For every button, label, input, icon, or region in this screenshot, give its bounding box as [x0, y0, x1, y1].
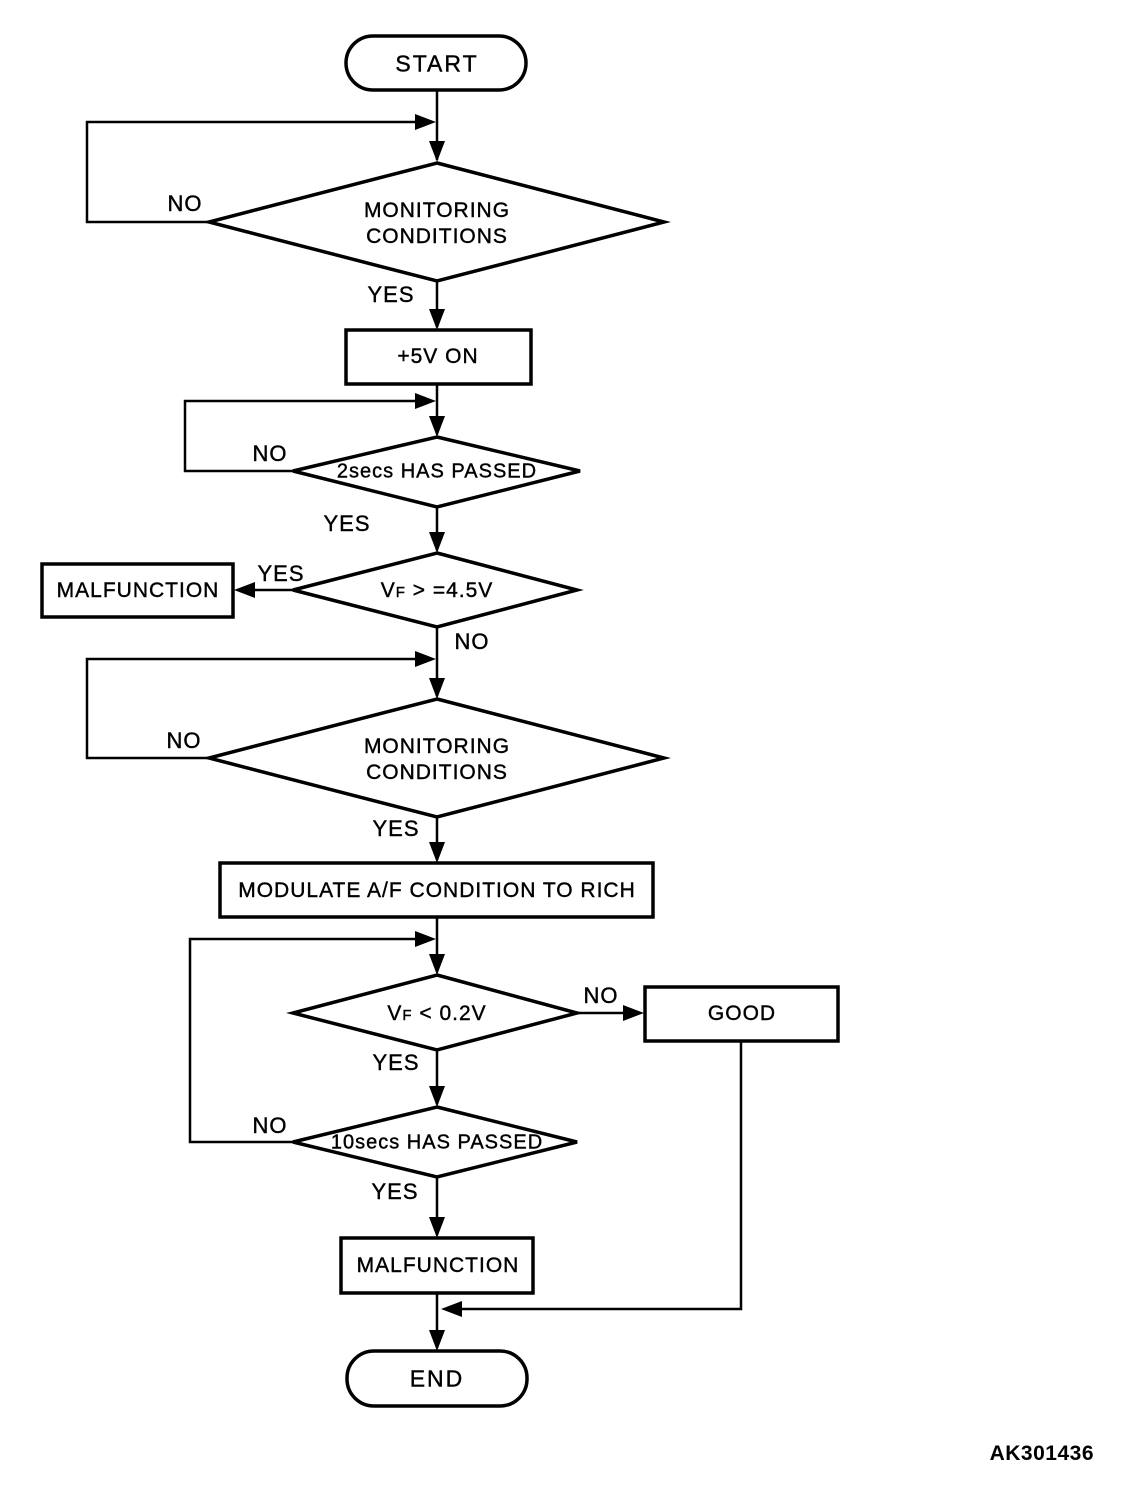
decision-10secs-has-passed: [292, 1105, 578, 1179]
process-malfunction-1-label: MALFUNCTION: [56, 579, 220, 602]
edge-label-wait10s-no: NO: [252, 1113, 288, 1138]
terminal-start-label: START: [395, 50, 479, 77]
process-modulate-af-rich: [218, 861, 655, 919]
arrowhead: [429, 141, 445, 162]
arrowhead: [429, 416, 445, 437]
arrowhead: [415, 931, 436, 947]
edge-vflow-yes-to-wait10s: [429, 1050, 445, 1107]
edge-label-vflow-yes: YES: [372, 1050, 420, 1075]
arrowhead: [429, 309, 445, 330]
edge-wait2s-yes-to-vfhigh: [429, 507, 445, 553]
edge-monitor1-yes-to-plus5v: [429, 281, 445, 330]
arrowhead: [429, 954, 445, 975]
edge-label-monitor2-yes: YES: [372, 816, 420, 841]
decision-vf-ge-4-5v: [292, 551, 584, 629]
edge-line: [461, 1041, 743, 1311]
figure-id: AK301436: [989, 1442, 1094, 1465]
decision-monitoring-1-label: MONITORING CONDITIONS: [364, 198, 510, 250]
arrowhead: [429, 1086, 445, 1107]
monitoring-1-line1: MONITORING: [363, 199, 511, 222]
process-good: [643, 985, 840, 1043]
edge-monitor2-yes-to-modulate: [429, 817, 445, 863]
edge-wait10s-no-loop: [188, 931, 436, 1144]
arrowhead: [415, 114, 436, 130]
decision-monitoring-2-label: MONITORING CONDITIONS: [364, 734, 510, 786]
process-modulate-label: MODULATE A/F CONDITION TO RICH: [238, 879, 636, 902]
edge-label-wait2s-yes: YES: [323, 511, 371, 536]
edge-label-wait10s-yes: YES: [371, 1179, 419, 1204]
edge-label-monitor1-yes: YES: [367, 282, 415, 307]
arrowhead: [234, 582, 255, 598]
process-plus-5v-label: +5V ON: [397, 345, 479, 368]
process-good-label: GOOD: [707, 1002, 777, 1025]
decision-10secs-label: 10secs HAS PASSED: [330, 1131, 544, 1154]
vf-low-sub: F: [402, 1007, 413, 1024]
edge-label-monitor1-no: NO: [167, 191, 203, 216]
edge-plus5v-to-wait2s: [429, 384, 445, 437]
vf-low-base: V: [387, 1002, 403, 1025]
monitoring-2-line1: MONITORING: [363, 735, 511, 758]
edge-label-vflow-no: NO: [583, 983, 619, 1008]
arrowhead: [415, 393, 436, 409]
decision-2secs-label: 2secs HAS PASSED: [336, 460, 538, 483]
decision-vf-lt-0-2v: [286, 973, 584, 1052]
edge-line: [85, 120, 426, 224]
edge-line: [85, 657, 426, 760]
arrowhead: [429, 678, 445, 699]
edge-label-vfhigh-no: NO: [454, 629, 490, 654]
edge-monitor1-no-loop: [85, 114, 436, 224]
terminal-end: [345, 1349, 529, 1408]
arrowhead: [429, 532, 445, 553]
process-malfunction-1: [40, 562, 235, 619]
arrowhead: [415, 651, 436, 667]
arrowhead: [623, 1005, 644, 1021]
edge-start-to-monitor1: [429, 90, 445, 162]
edge-line: [183, 399, 426, 473]
edge-label-monitor2-no: NO: [166, 728, 202, 753]
edge-vflow-no-to-good: [577, 1005, 644, 1021]
arrowhead: [429, 1330, 445, 1351]
monitoring-2-line2: CONDITIONS: [366, 761, 508, 784]
monitoring-1-line2: CONDITIONS: [366, 225, 508, 248]
edge-malfunction2-to-end: [429, 1293, 445, 1351]
edge-vfhigh-yes-to-malfunction1: [234, 582, 293, 598]
vf-high-rest: > =4.5V: [405, 579, 494, 602]
process-malfunction-2: [339, 1236, 535, 1295]
arrowhead: [429, 1217, 445, 1238]
decision-monitoring-conditions-1: [202, 161, 671, 283]
arrowhead: [441, 1301, 462, 1317]
vf-high-sub: F: [395, 584, 406, 601]
vf-low-rest: < 0.2V: [412, 1002, 487, 1025]
edge-wait2s-no-loop: [183, 393, 436, 473]
edge-line: [188, 937, 426, 1144]
decision-monitoring-conditions-2: [202, 697, 671, 819]
terminal-start: [344, 34, 528, 92]
process-malfunction-2-label: MALFUNCTION: [356, 1254, 520, 1277]
edge-label-wait2s-no: NO: [252, 441, 288, 466]
process-plus-5v-on: [344, 328, 533, 386]
edge-modulate-to-vflow: [429, 917, 445, 975]
vf-high-base: V: [380, 579, 396, 602]
edge-wait10s-yes-to-malfunction2: [429, 1177, 445, 1238]
terminal-end-label: END: [409, 1365, 465, 1392]
edge-vfhigh-no-to-monitor2: [429, 627, 445, 699]
decision-vf-low-label: VF < 0.2V: [387, 1002, 486, 1026]
decision-vf-high-label: VF > =4.5V: [381, 579, 494, 603]
edge-monitor2-no-loop: [85, 651, 436, 760]
arrowhead: [429, 842, 445, 863]
decision-2secs-has-passed: [292, 435, 581, 509]
edge-label-vfhigh-yes: YES: [257, 561, 305, 586]
edge-good-join: [441, 1041, 743, 1317]
